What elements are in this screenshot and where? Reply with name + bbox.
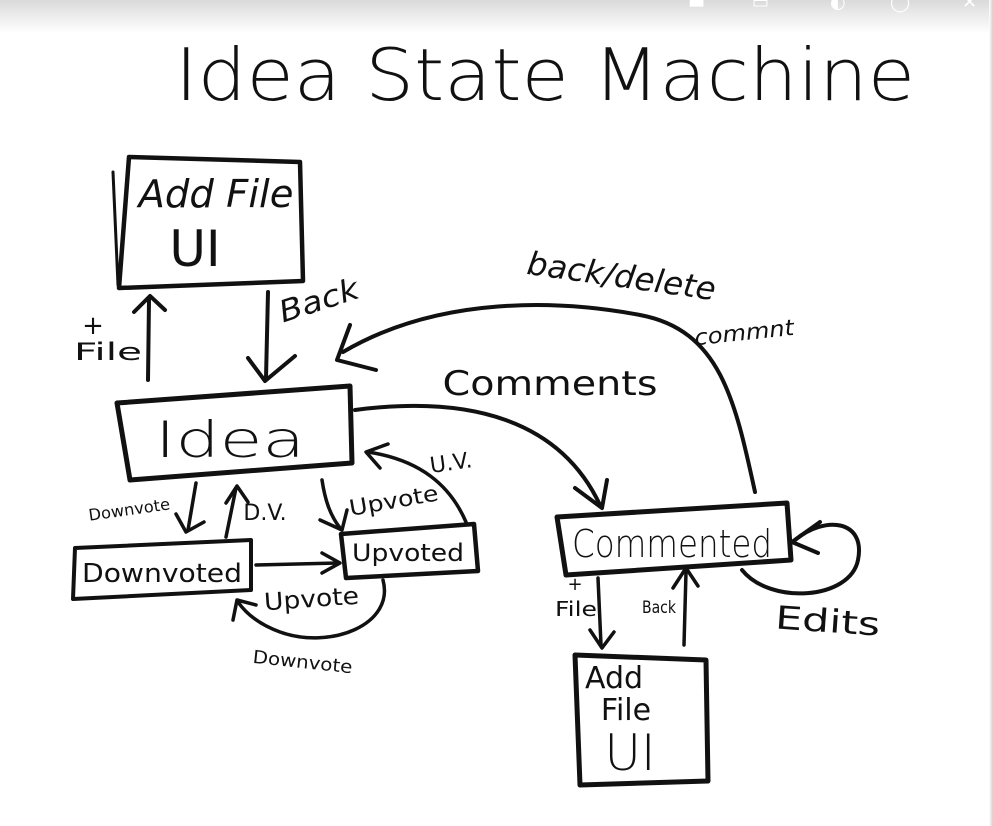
- node-idea: Idea: [114, 383, 355, 483]
- edge-label: Comments: [443, 364, 658, 404]
- edge-label: File: [74, 338, 142, 366]
- edge-label: Upvote: [347, 481, 440, 521]
- minimize-icon[interactable]: ▬: [688, 0, 706, 13]
- edge-plus-file-bottom: + File: [555, 574, 616, 650]
- node-upvoted: Upvoted: [338, 521, 481, 581]
- edge-downvote-left: Downvote: [87, 481, 206, 534]
- node-label: Upvoted: [352, 539, 464, 567]
- edge-label: D.V.: [243, 501, 286, 526]
- scrollbar-edge: [989, 0, 993, 826]
- edge-dv: D.V.: [224, 484, 287, 539]
- edge-label: Back: [642, 598, 676, 618]
- node-label: File: [601, 693, 651, 728]
- node-label: Add File: [135, 172, 293, 216]
- edge-back-bottom: Back: [642, 566, 700, 647]
- edge-label: Downvote: [252, 647, 354, 678]
- edge-downvoted-to-upvoted: [254, 551, 342, 575]
- edge-upvote-right: Upvote: [318, 478, 440, 532]
- window-title-bar: ▬ ▭ ◐ ◯ ✕: [0, 0, 993, 34]
- edge-label: +: [567, 574, 582, 595]
- edge-label: Upvote: [263, 582, 360, 617]
- node-commented: Commented: [554, 500, 794, 578]
- node-label: Add: [585, 661, 643, 696]
- node-label: Commented: [572, 522, 772, 566]
- node-add-file-ui-bottom: Add File UI: [572, 652, 711, 788]
- edge-label: back/delete: [525, 244, 718, 308]
- diagram-title: Idea State Machine: [175, 33, 915, 117]
- edge-label: commnt: [693, 316, 797, 351]
- edge-label: Edits: [774, 598, 881, 643]
- node-label: Downvoted: [82, 559, 242, 589]
- node-label: UI: [604, 724, 655, 782]
- edge-uv: U.V.: [364, 442, 474, 524]
- edge-label: +: [82, 311, 104, 341]
- edge-upvoted-downvoted-loop: Upvote Downvote: [231, 578, 387, 678]
- node-label: UI: [169, 220, 220, 278]
- maximize-icon[interactable]: ▭: [752, 0, 770, 13]
- node-downvoted: Downvoted: [71, 538, 253, 601]
- edge-plus-file-top: + File: [74, 294, 167, 382]
- node-add-file-ui-top: Add File UI: [111, 154, 306, 291]
- edge-label: U.V.: [428, 448, 473, 479]
- help-icon[interactable]: ◯: [890, 0, 911, 13]
- edge-label: Downvote: [87, 494, 171, 524]
- node-label: Idea: [155, 411, 305, 469]
- edge-edits-loop: Edits: [740, 520, 881, 644]
- restore-icon[interactable]: ◐: [830, 0, 846, 13]
- edge-label: File: [555, 597, 597, 621]
- close-icon[interactable]: ✕: [962, 0, 978, 13]
- edge-comments: Comments: [353, 364, 658, 510]
